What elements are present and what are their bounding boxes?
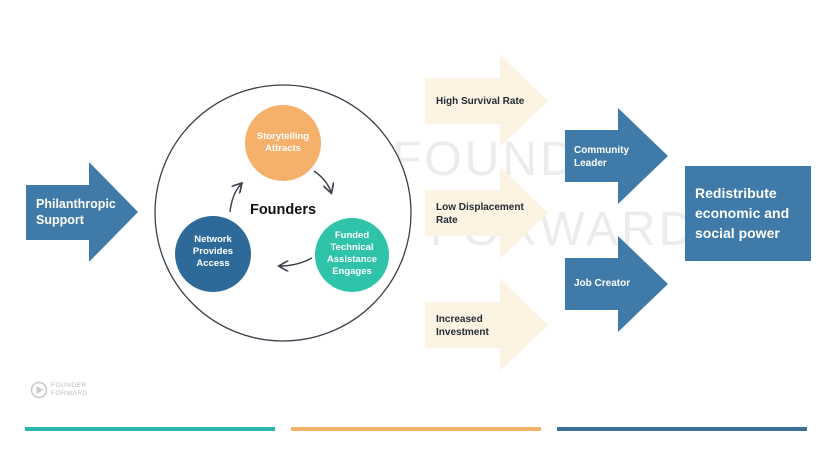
cycle-arrow-funded-to-network [280, 257, 313, 266]
founders-label: Founders [249, 202, 317, 218]
footer-bar-blue [557, 427, 807, 431]
result-box [685, 166, 811, 261]
network-node [175, 216, 251, 292]
result-label: Redistribute economic and social power [695, 185, 790, 241]
outcome-label-survival: High Survival Rate [436, 96, 525, 107]
logo-line-2: FORWARD [51, 390, 88, 397]
logo-line-1: FOUNDER [51, 382, 87, 389]
community-leader-arrow [565, 108, 668, 204]
network-label: Network Provides Access [192, 234, 234, 269]
funded-node [315, 218, 389, 292]
founder-forward-logo-mark [30, 381, 48, 399]
outcome-arrow-investment [425, 279, 548, 371]
storytelling-node [245, 105, 321, 181]
footer-bar-teal [25, 427, 275, 431]
philanthropic-support-label: Philanthropic Support [36, 197, 116, 227]
footer-bar-orange [291, 427, 541, 431]
community-leader-label: Community Leader [574, 145, 629, 169]
outcome-label-displacement: Low Displacement Rate [436, 202, 524, 226]
job-creator-arrow [565, 236, 668, 332]
outcome-arrow-survival [425, 55, 548, 147]
job-creator-label: Job Creator [574, 278, 631, 289]
storytelling-label: Storytelling Attracts [256, 131, 310, 154]
founder-forward-logo-text: FOUNDER FORWARD [51, 382, 88, 398]
funded-label: Funded Technical Assistance Engages [326, 230, 378, 277]
outcome-arrow-displacement [425, 167, 548, 259]
cycle-arrow-story-to-funded [313, 170, 331, 192]
outcome-label-investment: Increased Investment [436, 314, 489, 338]
philanthropic-support-arrow [26, 162, 138, 262]
cycle-arrow-network-to-story [229, 184, 241, 213]
